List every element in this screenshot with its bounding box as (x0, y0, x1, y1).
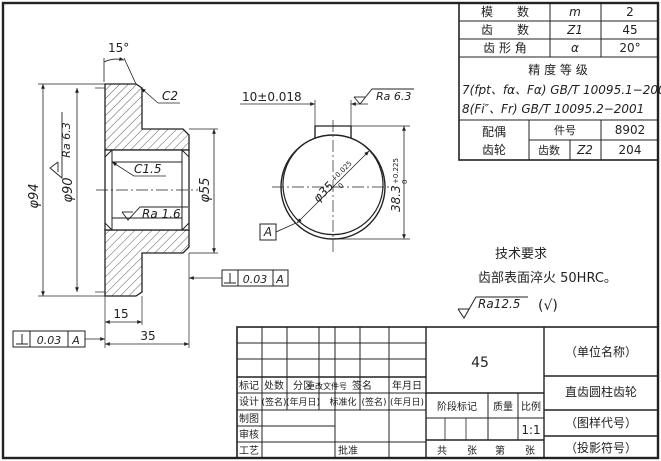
tb-total-sheets: 共 张 (437, 445, 477, 457)
tolerance-frame-right (189, 269, 289, 287)
ra-bore-symbol (121, 206, 188, 221)
tb-scale-label: 比例 (521, 400, 541, 413)
title-block (236, 326, 659, 459)
tb-stage-mark: 阶段标记 (437, 400, 477, 413)
accuracy-line-2: 8(Fi″、Fr) GB/T 10095.2−2001 (462, 102, 644, 116)
dim-overall-label: 35 (140, 329, 155, 343)
dim-pitch-label: φ90 (61, 177, 76, 202)
ra-keyway-label: Ra 6.3 (376, 90, 411, 103)
datum-a-label: A (263, 225, 272, 239)
tb-approve: 批准 (338, 444, 358, 457)
tol-right-value: 0.03 (243, 273, 268, 286)
ra-general-label: Ra12.5 (478, 297, 520, 311)
accuracy-label: 精 度 等 级 (528, 62, 587, 77)
keyway-width-label: 10±0.018 (242, 90, 302, 104)
angle-label: 齿 形 角 (483, 41, 527, 55)
chamfer-angle-label: 15° (108, 41, 129, 55)
mating-label-2: 齿轮 (482, 143, 506, 157)
drawing-number: （图样代号） (565, 415, 637, 430)
part-no-label: 件号 (554, 124, 576, 137)
section-hatch-lower (104, 229, 190, 297)
gear-section-view (38, 83, 218, 297)
module-label: 模 数 (481, 4, 529, 19)
tb-draw: 制图 (239, 412, 259, 425)
teeth-label: 齿 数 (481, 22, 529, 37)
angle-value: 20° (619, 41, 640, 55)
chamfer-angle-annotation (103, 56, 137, 85)
keyway-width-dim (240, 100, 368, 126)
key-depth-label: 38.3 (389, 185, 403, 212)
tb-sign-2: (签名) (261, 396, 286, 408)
ra-general-symbol (457, 296, 528, 319)
mating-teeth-value: 204 (619, 143, 642, 157)
dim-width-label: 15 (113, 307, 128, 321)
tb-check: 审核 (239, 428, 259, 441)
chamfer-c15-label: C1.5 (134, 162, 161, 176)
mating-teeth-symbol: Z2 (576, 143, 593, 157)
drawing-name: 直齿圆柱齿轮 (565, 384, 637, 399)
tb-standardize: 标准化 (329, 396, 356, 408)
ra-pitch-symbol (49, 112, 63, 179)
org-name: （单位名称） (565, 344, 637, 359)
tb-scale-value: 1:1 (521, 423, 540, 437)
tb-sign: 签名 (352, 379, 372, 392)
part-no-value: 8902 (615, 123, 646, 137)
tb-change-doc: 更改文件号 (307, 381, 347, 391)
tb-mark: 标记 (239, 380, 259, 392)
bore-diameter-label: φ35 (310, 179, 336, 205)
tol-left-datum: A (71, 334, 80, 347)
projection-symbol: （投影符号） (565, 440, 637, 455)
tolerance-frame-left (12, 330, 105, 348)
tol-left-value: 0.03 (37, 334, 62, 347)
key-depth-tol-upper: +0.225 (392, 158, 400, 184)
c15-leader (111, 161, 166, 177)
parameter-table (458, 2, 659, 161)
angle-symbol: α (571, 41, 579, 55)
material-label: 45 (471, 355, 489, 371)
dim-hub-label: φ55 (198, 177, 213, 202)
mating-teeth-label: 齿数 (538, 144, 560, 157)
ra-pitch-label: Ra 6.3 (60, 122, 73, 157)
ra-bore-label: Ra 1.6 (142, 207, 181, 221)
c2-leader (140, 87, 180, 104)
mating-label-1: 配偶 (482, 125, 506, 139)
requirements-line-1: 齿部表面淬火 50HRC。 (478, 271, 617, 286)
teeth-symbol: Z1 (566, 23, 583, 37)
tb-process: 工艺 (239, 445, 259, 457)
ra-keyway-symbol (353, 88, 414, 105)
tb-weight: 质量 (493, 401, 513, 413)
datum-a-marker (259, 222, 297, 241)
teeth-value: 45 (622, 23, 637, 37)
bore-tol-upper: +0.025 (330, 159, 354, 183)
tb-date: 年月日 (392, 379, 422, 392)
tb-count: 处数 (264, 379, 284, 392)
dim-width-lines (104, 253, 190, 348)
tb-zone: 分区 (293, 380, 313, 392)
dim-od-label: φ94 (27, 183, 42, 208)
accuracy-line-1: 7(fpt、fα、Fα) GB/T 10095.1−2001 (462, 83, 661, 97)
tb-sheet-no: 第 张 (495, 444, 535, 457)
tb-date-2: (年月日) (286, 396, 320, 408)
key-depth-dim (336, 125, 410, 240)
bore-tol-lower: 0 (337, 182, 346, 191)
requirements-title: 技术要求 (495, 247, 547, 262)
tb-design: 设计 (239, 395, 259, 408)
module-symbol: m (569, 5, 581, 19)
ra-general-paren: (√) (538, 298, 558, 314)
tb-sign-3: (签名) (361, 396, 386, 408)
tol-right-datum: A (275, 273, 284, 286)
bore-diameter-dim (296, 150, 370, 224)
key-depth-tol-lower: 0 (401, 180, 409, 184)
tb-date-3: (年月日) (390, 396, 424, 408)
chamfer-c2-label: C2 (162, 89, 178, 103)
module-value: 2 (626, 5, 634, 19)
